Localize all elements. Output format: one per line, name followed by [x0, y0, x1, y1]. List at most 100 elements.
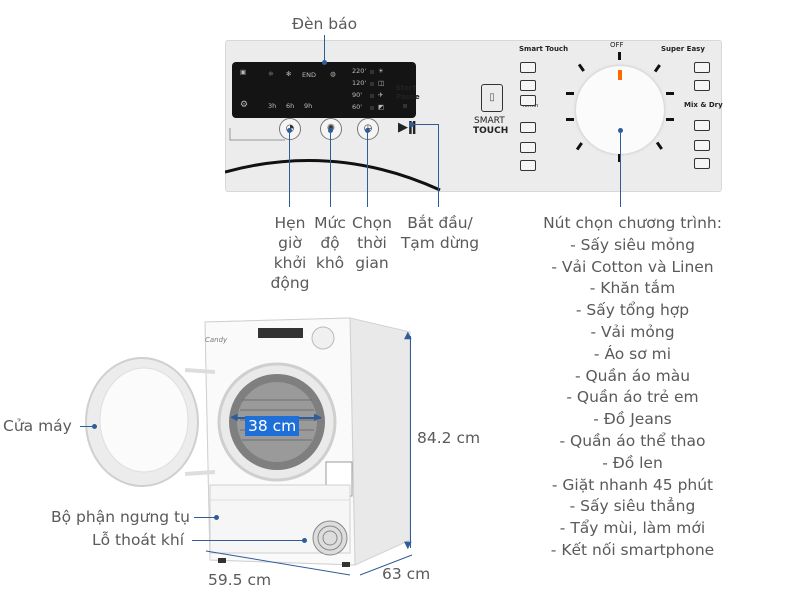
knob-ticks [566, 52, 674, 162]
label-time-line-2: thời [357, 234, 387, 252]
door-pointer-dot [92, 424, 97, 429]
height-dimension-line [410, 336, 411, 548]
indicator-pointer-dot [322, 60, 327, 65]
start-pause-button[interactable]: ▶ǁ [398, 120, 417, 135]
display-icon-d: ◩ [378, 103, 385, 111]
program-list: Nút chọn chương trình: - Sấy siêu mỏng -… [530, 213, 735, 562]
program-item: - Sấy tổng hợp [575, 301, 690, 320]
program-item: - Vải mỏng [590, 322, 675, 341]
knob-label-super-easy: Super Easy [661, 45, 705, 53]
smart-touch-text-1: SMART [474, 116, 505, 126]
label-timer-line-2: giờ [278, 234, 302, 252]
start-pointer-dot [409, 122, 414, 127]
label-dryness-line-1: Mức [314, 214, 346, 232]
vent-pointer-line [192, 540, 304, 541]
label-condenser: Bộ phận ngưng tụ [51, 508, 190, 526]
height-arrow-up-icon: ▲ [404, 330, 412, 341]
program-item: - Đồ Jeans [593, 410, 672, 429]
label-time-line-1: Chọn [352, 214, 392, 232]
program-icon-11 [694, 158, 710, 169]
program-icon-5 [520, 142, 536, 153]
knob-label-off: OFF [610, 41, 624, 49]
program-item: - Tẩy mùi, làm mới [559, 519, 706, 538]
start-pointer-line [438, 124, 439, 207]
timer-pointer-line [289, 130, 290, 207]
start-pause-text-1: Start [396, 84, 416, 92]
label-depth: 63 cm [382, 565, 431, 583]
drum-arrow-right-icon: ▶ [314, 412, 322, 423]
program-icon-4 [520, 122, 536, 133]
label-dryness: Mức độ khô [310, 213, 350, 273]
program-item: - Sấy siêu thẳng [569, 497, 696, 516]
display-temp-4: 60' [352, 103, 363, 111]
label-start-pause: Bắt đầu/ Tạm dừng [398, 213, 482, 253]
program-item: - Quần áo thể thao [559, 431, 706, 450]
display-filter-icon: ◍ [330, 70, 336, 78]
smart-touch-text-2: TOUCH [473, 126, 509, 136]
timer-pointer-dot [287, 128, 292, 133]
label-timer-line-4: động [270, 274, 310, 292]
start-pointer-hline [412, 124, 439, 125]
display-fan-icon: ✻ [286, 70, 292, 78]
label-dryness-line-3: khô [315, 254, 345, 272]
display-gear-icon: ⚙ [240, 100, 249, 110]
led-2 [370, 82, 374, 86]
condenser-pointer-line [194, 517, 216, 518]
label-width: 59.5 cm [208, 571, 272, 589]
door-pointer-line [80, 426, 94, 427]
led-1 [370, 70, 374, 74]
program-icon-9 [694, 120, 710, 131]
program-icon-8 [694, 80, 710, 91]
led-4 [370, 106, 374, 110]
program-icon-7 [694, 62, 710, 73]
vent-pointer-dot [302, 538, 307, 543]
label-height: 84.2 cm [417, 429, 481, 447]
label-timer: Hẹn giờ khởi động [268, 213, 312, 293]
knob-label-smart-touch: Smart Touch [519, 45, 569, 53]
program-icon-1 [520, 62, 536, 73]
display-end: END [302, 71, 316, 79]
program-item: - Khăn tắm [589, 279, 676, 298]
display-hour-3: 9h [304, 102, 313, 110]
program-item: - Quần áo trẻ em [566, 388, 699, 407]
height-arrow-down-icon: ▼ [404, 540, 412, 551]
display-icon-c: ✈ [378, 91, 384, 99]
led-start [403, 104, 407, 108]
program-pointer-line [620, 130, 621, 207]
label-start-line-2: Tạm dừng [400, 234, 480, 252]
display-hour-1: 3h [268, 102, 277, 110]
label-timer-line-3: khởi [273, 254, 307, 272]
program-icon-2 [520, 80, 536, 91]
program-item: - Đồ len [602, 453, 663, 472]
knob-label-45min: 45min [521, 103, 539, 109]
program-item: - Quần áo màu [574, 366, 691, 385]
display-temp-3: 90' [352, 91, 363, 99]
indicator-pointer-line [324, 35, 325, 61]
label-dryness-line-2: độ [320, 234, 340, 252]
time-pointer-dot [365, 128, 370, 133]
program-item: - Sấy siêu mỏng [570, 235, 695, 254]
led-3 [370, 94, 374, 98]
program-pointer-dot [618, 128, 623, 133]
program-icon-6 [520, 160, 536, 171]
display-door-icon: ▣ [240, 68, 247, 76]
program-list-title: Nút chọn chương trình: [543, 214, 722, 232]
display-icon-a: ☀ [378, 67, 384, 75]
drum-arrow-left-icon: ◀ [230, 412, 238, 423]
program-item: - Giặt nhanh 45 phút [551, 475, 714, 494]
program-item: - Vải Cotton và Linen [551, 257, 714, 276]
panel-door-curve [225, 128, 441, 192]
dryness-pointer-dot [328, 128, 333, 133]
program-item: - Áo sơ mi [593, 344, 672, 363]
smart-touch-icon: ▯ [481, 84, 503, 112]
label-vent: Lỗ thoát khí [92, 531, 185, 549]
display-icon-b: ◫ [378, 79, 385, 87]
dryer-illustration [85, 317, 411, 567]
dryness-pointer-line [330, 130, 331, 207]
time-pointer-line [367, 130, 368, 207]
program-icon-3 [520, 95, 536, 106]
display-temp-1: 220' [352, 67, 367, 75]
start-pause-text-2: Pause [396, 93, 420, 101]
display-sun-icon: ☼ [268, 70, 274, 78]
label-time-select: Chọn thời gian [349, 213, 395, 273]
